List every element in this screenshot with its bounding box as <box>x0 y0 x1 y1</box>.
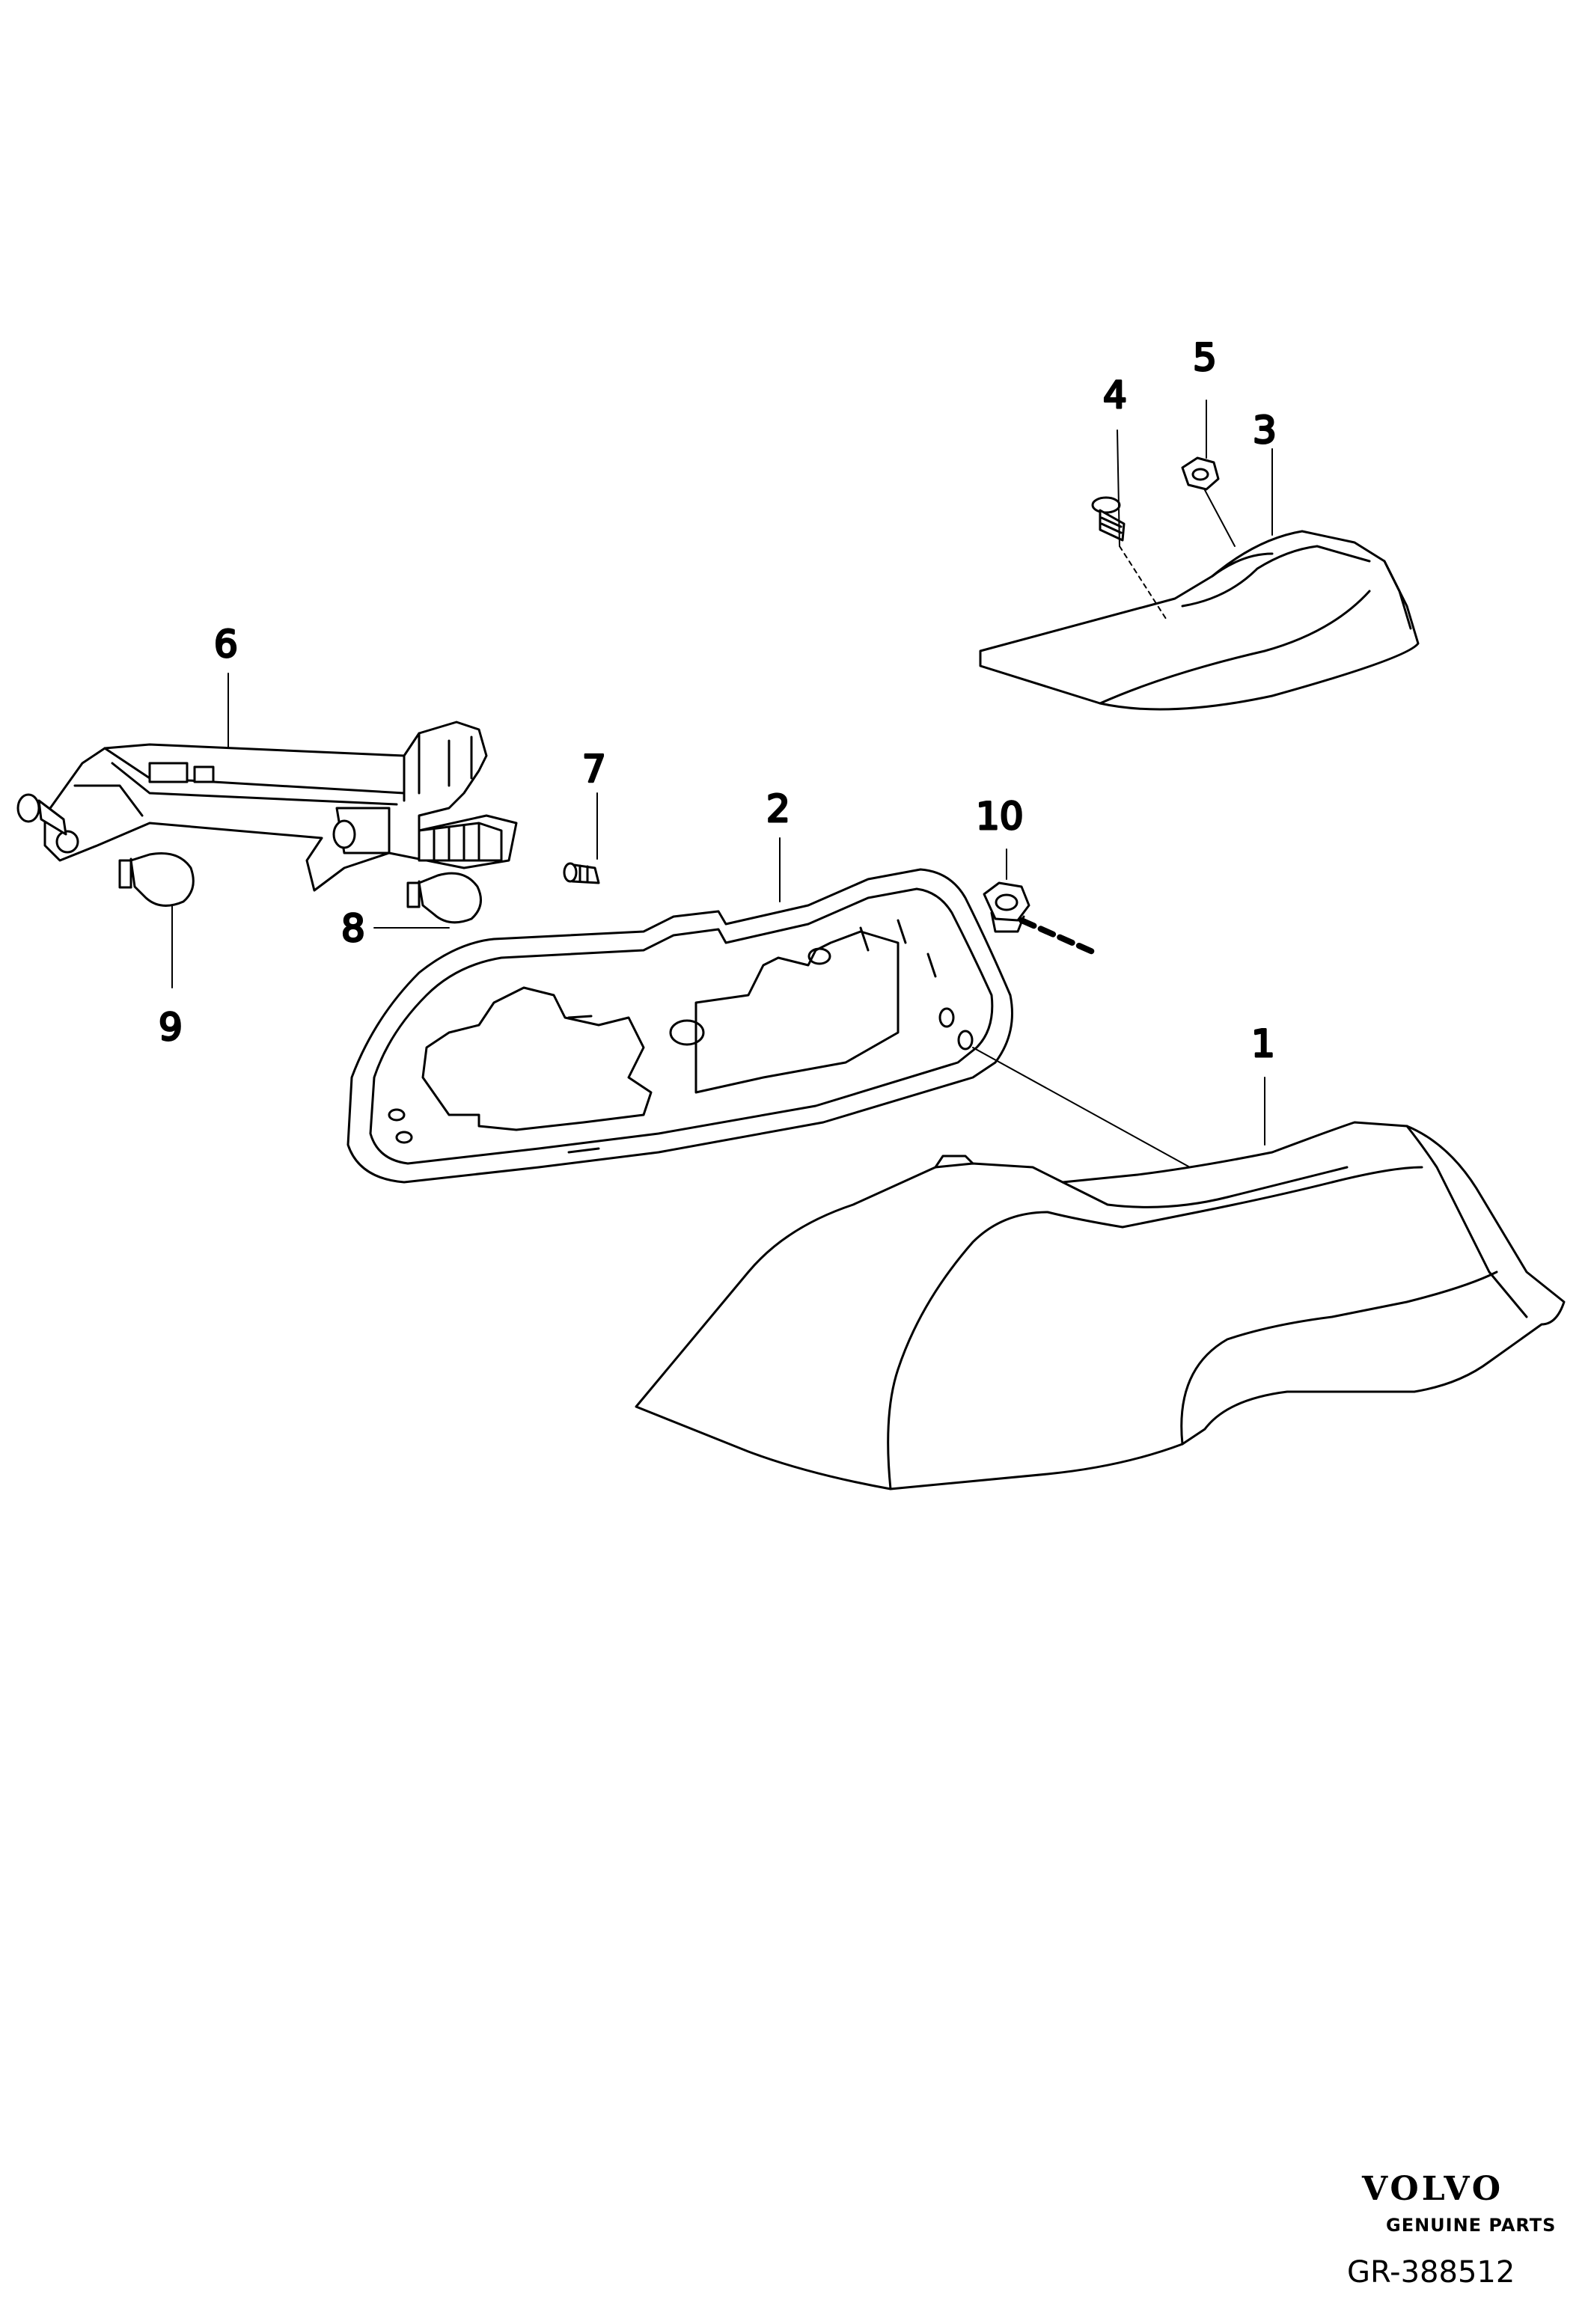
callout-8: 8 <box>341 907 365 950</box>
drawing-reference: GR-388512 <box>1347 2255 1515 2290</box>
callout-4: 4 <box>1103 373 1127 417</box>
part-9-bulb <box>118 851 195 907</box>
callout-10: 10 <box>976 795 1024 838</box>
part-5-nut <box>1181 456 1220 491</box>
leader-4-dashed <box>1119 545 1168 622</box>
part-8-bulb <box>406 872 482 924</box>
leader-lines <box>171 400 1273 1168</box>
part-3-trim-cover <box>979 530 1420 711</box>
part-4-screw <box>1091 496 1126 542</box>
part-7-wedge-bulb <box>563 862 600 884</box>
callout-5: 5 <box>1193 336 1217 379</box>
callout-3: 3 <box>1253 409 1277 452</box>
leader-4 <box>1117 429 1120 547</box>
part-10-flange-nut <box>983 881 1030 933</box>
genuine-parts-label: GENUINE PARTS <box>1386 2215 1557 2236</box>
callout-9: 9 <box>159 1006 183 1049</box>
callout-2: 2 <box>766 787 790 831</box>
volvo-logo: VOLVO <box>1362 2170 1504 2208</box>
leader-5 <box>1204 489 1236 547</box>
part-1-lamp-housing <box>635 1121 1566 1490</box>
callout-6: 6 <box>214 623 238 666</box>
leader-10-dashed <box>1019 917 1096 955</box>
callout-1: 1 <box>1251 1022 1275 1065</box>
part-6-bulb-holder-frame <box>16 721 518 892</box>
part-2-gasket <box>346 868 1013 1184</box>
callout-7: 7 <box>582 747 606 791</box>
leader-1-to-gasket <box>972 1047 1191 1168</box>
